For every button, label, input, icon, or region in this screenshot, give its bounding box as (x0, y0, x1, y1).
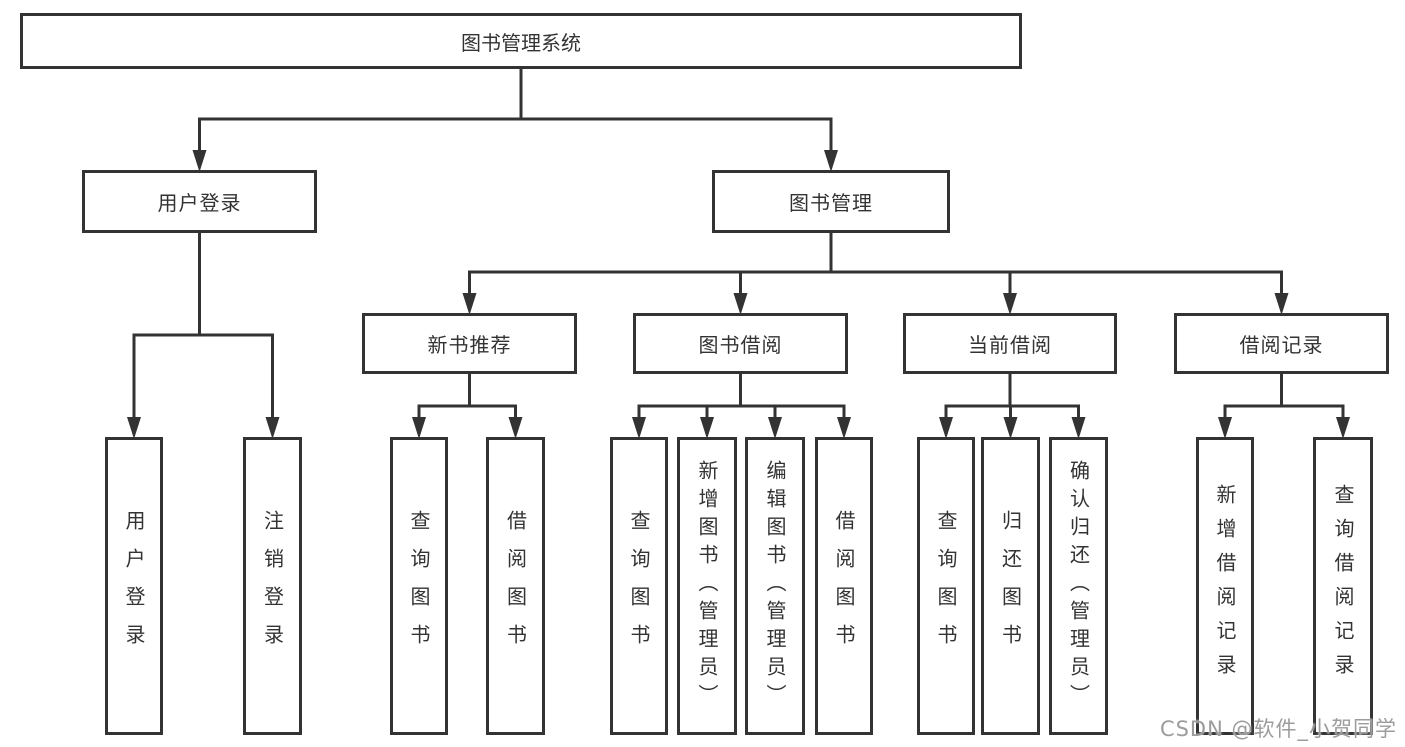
node-leaf-cb-confirm: 确认归还（管理员） (1049, 437, 1108, 735)
node-leaf-logout: 注销登录 (243, 437, 302, 735)
node-leaf-bb-borrow-label: 借阅图书 (832, 510, 856, 662)
node-leaf-br-query: 查询借阅记录 (1313, 437, 1373, 735)
node-user-login: 用户登录 (82, 170, 317, 233)
node-leaf-cb-query: 查询图书 (917, 437, 975, 735)
node-borrow-records: 借阅记录 (1174, 313, 1389, 374)
node-leaf-user-login: 用户登录 (105, 437, 163, 735)
node-leaf-nb-borrow: 借阅图书 (486, 437, 545, 735)
node-book-mgmt: 图书管理 (712, 170, 950, 233)
node-new-book-rec-label: 新书推荐 (427, 333, 512, 357)
node-leaf-nb-query: 查询图书 (390, 437, 448, 735)
node-new-book-rec: 新书推荐 (362, 313, 577, 374)
watermark: CSDN @软件_小贺同学 (1159, 717, 1397, 741)
node-leaf-bb-edit: 编辑图书（管理员） (745, 437, 805, 735)
node-leaf-bb-query: 查询图书 (610, 437, 668, 735)
node-leaf-cb-confirm-label: 确认归还（管理员） (1066, 460, 1091, 712)
node-leaf-br-add-label: 新增借阅记录 (1213, 484, 1237, 688)
node-leaf-bb-add-label: 新增图书（管理员） (695, 460, 719, 712)
node-leaf-nb-borrow-label: 借阅图书 (503, 510, 528, 662)
node-leaf-user-login-label: 用户登录 (122, 510, 146, 662)
node-book-borrow-label: 图书借阅 (698, 333, 783, 357)
node-leaf-bb-edit-label: 编辑图书（管理员） (763, 460, 787, 712)
node-leaf-br-query-label: 查询借阅记录 (1331, 484, 1355, 688)
node-user-login-label: 用户登录 (157, 191, 242, 215)
node-leaf-bb-query-label: 查询图书 (627, 510, 651, 662)
node-root: 图书管理系统 (20, 13, 1022, 69)
node-leaf-bb-borrow: 借阅图书 (815, 437, 873, 735)
node-book-mgmt-label: 图书管理 (789, 191, 873, 215)
node-current-borrow-label: 当前借阅 (968, 333, 1052, 357)
node-book-borrow: 图书借阅 (633, 313, 848, 374)
node-root-label: 图书管理系统 (461, 30, 581, 55)
node-leaf-br-add: 新增借阅记录 (1196, 437, 1254, 735)
node-leaf-nb-query-label: 查询图书 (407, 510, 431, 662)
node-leaf-logout-label: 注销登录 (260, 510, 285, 662)
node-leaf-cb-return: 归还图书 (981, 437, 1040, 735)
node-leaf-cb-query-label: 查询图书 (934, 510, 958, 662)
node-leaf-bb-add: 新增图书（管理员） (677, 437, 737, 735)
node-leaf-cb-return-label: 归还图书 (998, 510, 1023, 662)
node-current-borrow: 当前借阅 (903, 313, 1117, 374)
node-borrow-records-label: 借阅记录 (1239, 333, 1324, 357)
